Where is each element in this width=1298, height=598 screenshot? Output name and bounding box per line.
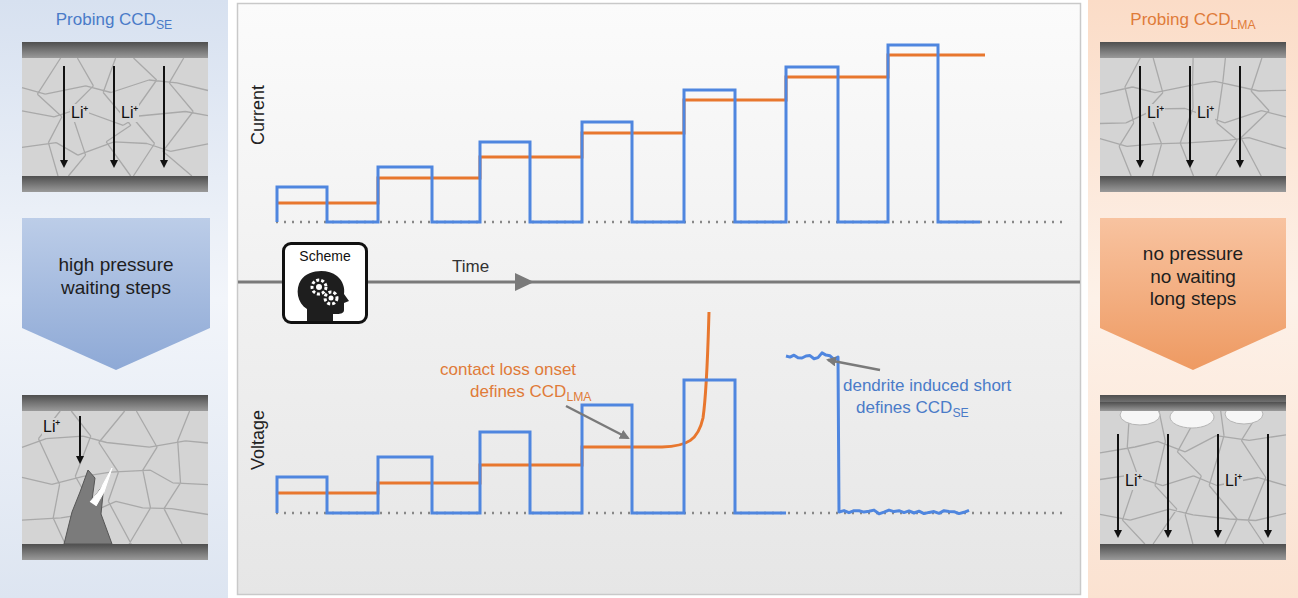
grain-boundary: [22, 411, 208, 544]
voltage-trace-lma: [277, 312, 709, 493]
ion-arrow: [1117, 434, 1119, 536]
ion-arrow: [1267, 434, 1269, 536]
ion-label: Li⁺: [1147, 104, 1164, 121]
electrodes: [22, 42, 1286, 560]
annotation: defines CCD: [856, 398, 952, 417]
ion-arrow: [1167, 434, 1169, 536]
grain-boundary: [1100, 58, 1286, 176]
electrode: [22, 42, 208, 58]
ion-arrow: [163, 66, 165, 166]
annotation: defines CCD: [470, 382, 566, 401]
panel: Probing CCDSE high pressure waiting steps: [0, 0, 228, 598]
ion-label-group: Li⁺: [120, 104, 139, 122]
annotation-group: defines CCDLMA: [470, 382, 592, 404]
annotation: contact loss onset: [440, 360, 576, 379]
head-gears-icon: [291, 267, 359, 321]
cell-illustrations: [22, 42, 1286, 560]
ion-arrow: [63, 66, 65, 166]
axis-label-group: Current: [248, 85, 269, 145]
axis-label-group: Time: [452, 257, 489, 277]
ion-arrow: [79, 416, 81, 462]
ion-arrow: [1139, 66, 1141, 166]
time-arrowhead: [515, 273, 534, 291]
arrow-fill: [1100, 218, 1286, 370]
electrolyte: [22, 411, 208, 544]
electrode: [1100, 395, 1286, 411]
gear: [312, 280, 326, 294]
axis-label: Time: [452, 257, 489, 276]
ion-label-group: Li⁺: [1146, 104, 1165, 122]
axis-label: Current: [248, 85, 268, 145]
electrode: [22, 544, 208, 560]
voltage-trace-se: [277, 380, 786, 513]
panel-heading: Probing CCDLMA: [1088, 10, 1298, 32]
plot-panel: [238, 4, 1081, 595]
grain-boundaries: [22, 58, 1286, 544]
ion-label: Li⁺: [121, 104, 138, 121]
axis-label: Voltage: [248, 410, 268, 470]
electrode: [22, 395, 208, 411]
scheme-box: Scheme: [282, 242, 368, 324]
electrode: [22, 176, 208, 192]
ion-label: Li⁺: [71, 104, 88, 121]
right-panel-ground: [1088, 0, 1298, 598]
subscript: SE: [952, 406, 968, 420]
ion-label-group: Li⁺: [70, 104, 89, 122]
left-panel-ground: [0, 0, 228, 598]
electrolyte: [1100, 58, 1286, 176]
gear: [325, 292, 337, 304]
ion-label: Li⁺: [1225, 472, 1242, 489]
panel-heading: Probing CCDSE: [0, 10, 228, 32]
electrolyte: [22, 58, 208, 176]
panel: Probing CCDLMA no pressure no waiting lon…: [1088, 0, 1298, 598]
electrode: [1100, 176, 1286, 192]
voids: [1100, 402, 1286, 428]
grain-boundary: [22, 58, 208, 176]
arrow-fill: [22, 218, 210, 370]
annotation-group: dendrite induced short: [843, 376, 1011, 396]
ion-label: Li⁺: [1125, 472, 1142, 489]
arrow-text: high pressure waiting steps: [36, 254, 196, 300]
ion-arrow: [1189, 66, 1191, 166]
electrode: [1100, 544, 1286, 560]
ion-arrow: [1239, 66, 1241, 166]
annotation-group: contact loss onset: [440, 360, 576, 380]
subscript: SE: [156, 18, 172, 32]
heading-text: Probing CCD: [56, 10, 156, 29]
ion-label: Li⁺: [43, 418, 60, 435]
ion-label-group: Li⁺: [42, 418, 61, 436]
ion-label-group: Li⁺: [1124, 472, 1143, 490]
ion-arrows: [64, 66, 1268, 536]
electrode: [1100, 42, 1286, 58]
subscript: LMA: [1231, 18, 1256, 32]
annotation-group: defines CCDSE: [856, 398, 969, 420]
leader-arrow: [828, 360, 880, 370]
axis-label-group: Voltage: [248, 410, 269, 470]
crack: [90, 468, 112, 506]
scheme-text: Scheme: [285, 248, 365, 264]
heading-text: Probing CCD: [1130, 10, 1230, 29]
leader-arrow: [566, 406, 628, 438]
current-trace-se: [277, 45, 980, 222]
electrode: [1100, 402, 1286, 411]
grain-boundary: [1100, 411, 1286, 544]
head-silhouette: [298, 271, 349, 321]
electrolyte: [1100, 411, 1286, 544]
ion-label-group: Li⁺: [1224, 472, 1243, 490]
ion-arrow: [1217, 434, 1219, 536]
arrow-shape: high pressure waiting steps: [22, 218, 210, 370]
ion-arrow: [113, 66, 115, 166]
subscript: LMA: [566, 390, 591, 404]
arrow-text: no pressure no waiting long steps: [1133, 243, 1253, 311]
ion-label-group: Li⁺: [1196, 104, 1215, 122]
arrow-shape: no pressure no waiting long steps: [1100, 218, 1286, 370]
gear: [316, 284, 322, 290]
annotation: dendrite induced short: [843, 376, 1011, 395]
gear: [329, 296, 334, 301]
ion-label: Li⁺: [1197, 104, 1214, 121]
